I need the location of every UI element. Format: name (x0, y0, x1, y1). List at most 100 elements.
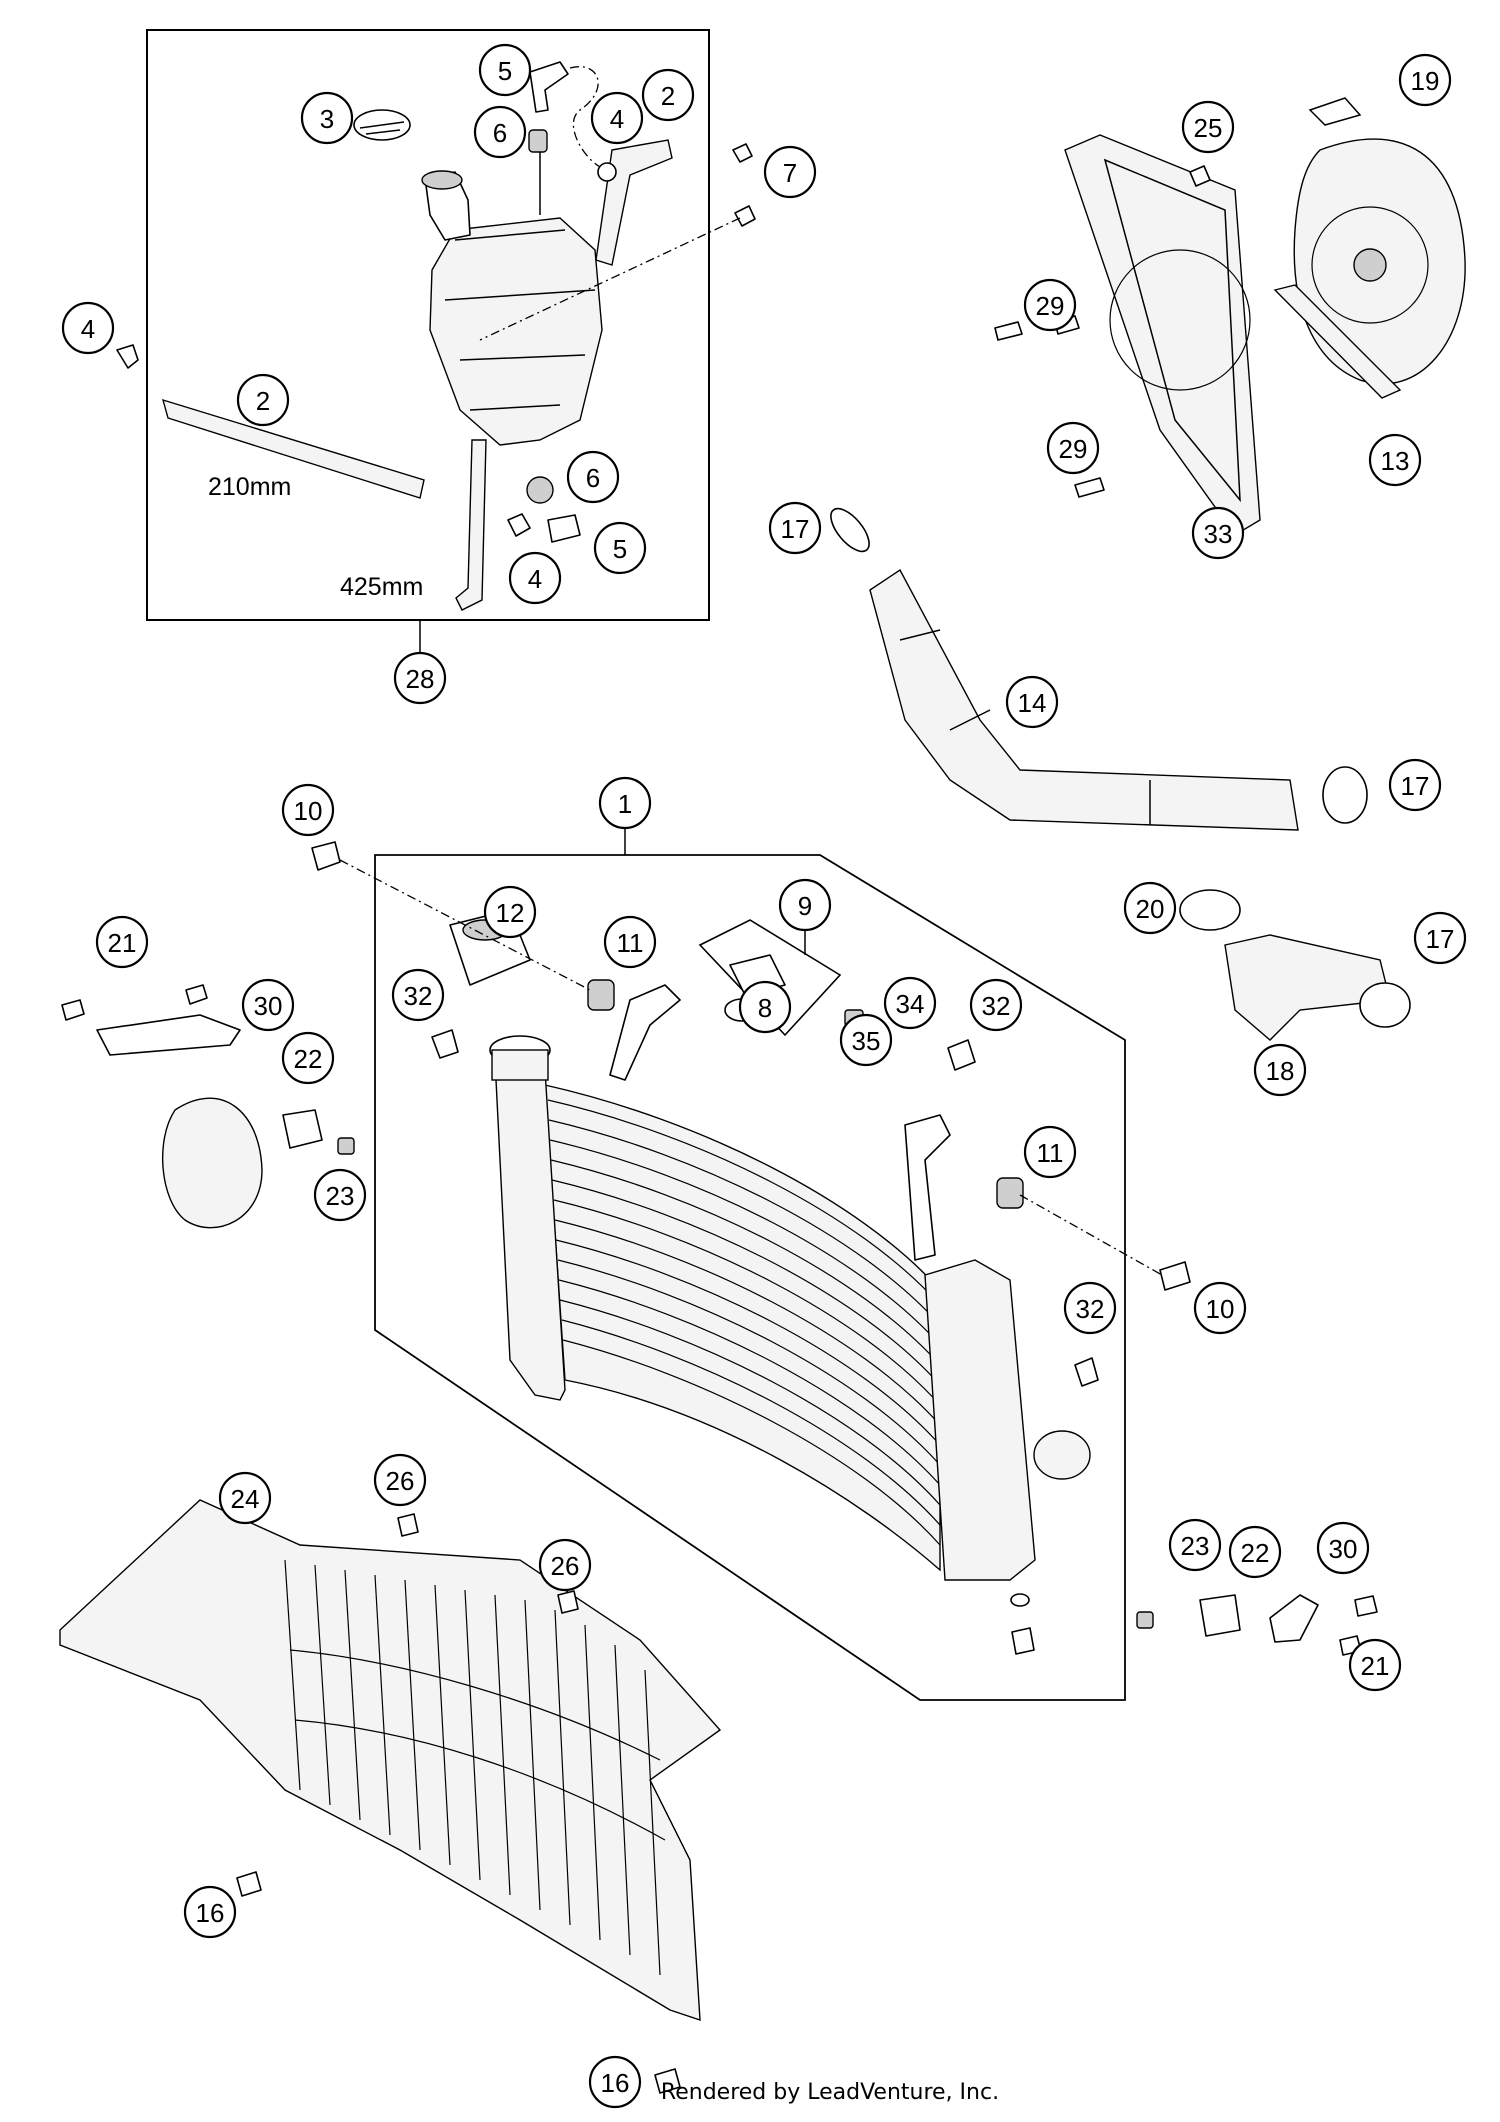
callout-number: 30 (254, 991, 283, 1021)
callout-circle (1191, 506, 1245, 560)
callout-2-2: 2 (236, 373, 290, 427)
callout-circle (588, 2055, 642, 2109)
callout-16-2: 16 (588, 2055, 642, 2109)
callout-circle (241, 978, 295, 1032)
vent-washer (528, 129, 548, 153)
callout-circle (1023, 278, 1077, 332)
callout-circle (593, 521, 647, 575)
callout-4-2: 4 (61, 301, 115, 355)
shroud-screw-25 (1189, 165, 1211, 187)
radiator-screw-10a (311, 841, 341, 871)
callout-number: 16 (196, 1898, 225, 1928)
callout-circle (1348, 1638, 1402, 1692)
callout-circle (1046, 421, 1100, 475)
callout-circle (1063, 1281, 1117, 1335)
callout-number: 11 (1037, 1138, 1064, 1168)
callout-30-2: 30 (1316, 1521, 1370, 1575)
callout-number: 20 (1136, 894, 1165, 924)
callout-circle (883, 976, 937, 1030)
radiator-hose-14 (869, 568, 1299, 831)
callout-number: 5 (613, 534, 627, 564)
callout-23: 23 (313, 1168, 367, 1222)
footer-credit: Rendered by LeadVenture, Inc. (0, 2080, 1500, 2105)
callout-22: 22 (281, 1031, 335, 1085)
callout-26: 26 (373, 1453, 427, 1507)
callout-1: 1 (598, 776, 652, 830)
callout-11: 11 (603, 915, 657, 969)
callout-32-3: 32 (1063, 1281, 1117, 1335)
hose-clamp-17b (1322, 766, 1368, 824)
callout-6-2: 6 (566, 450, 620, 504)
callout-10-2: 10 (1193, 1281, 1247, 1335)
callout-circle (313, 1168, 367, 1222)
callout-number: 4 (528, 564, 542, 594)
callout-number: 26 (386, 1466, 415, 1496)
callout-number: 6 (493, 118, 507, 148)
callout-circle (281, 1031, 335, 1085)
radiator-assembly (311, 815, 1191, 1701)
mount-bracket-30b (1269, 1594, 1319, 1643)
callout-number: 32 (404, 981, 433, 1011)
callout-13: 13 (1368, 433, 1422, 487)
callout-circle (1005, 675, 1059, 729)
callout-circle (969, 978, 1023, 1032)
callout-number: 13 (1381, 446, 1410, 476)
callout-number: 2 (661, 81, 675, 111)
clip-32a (431, 1029, 459, 1059)
callout-number: 10 (1206, 1294, 1235, 1324)
shroud-screw-29c (1074, 477, 1105, 498)
radiator-guard (59, 1499, 722, 2094)
callout-number: 6 (586, 463, 600, 493)
drain-washer-bottom (1010, 1593, 1030, 1607)
callout-circle (373, 1453, 427, 1507)
tank-filler-opening (421, 170, 463, 190)
callout-4: 4 (590, 91, 644, 145)
radiator-guard-body (59, 1499, 722, 2021)
dimension-425mm: 425mm (340, 573, 423, 601)
callout-number: 17 (781, 514, 810, 544)
callout-circle (393, 651, 447, 705)
drain-bolt-bottom (1011, 1627, 1035, 1655)
callout-34: 34 (883, 976, 937, 1030)
side-cover-left (161, 1097, 263, 1229)
callout-24: 24 (218, 1471, 272, 1525)
callout-number: 21 (1361, 1651, 1390, 1681)
callout-number: 24 (231, 1484, 260, 1514)
callout-number: 2 (256, 386, 270, 416)
callout-circle (473, 105, 527, 159)
callout-number: 23 (1181, 1531, 1210, 1561)
callout-circle (538, 1538, 592, 1592)
dimension-210mm: 210mm (208, 473, 291, 501)
radiator-bracket-top (609, 984, 681, 1081)
rubber-damper-22b (1199, 1594, 1241, 1637)
callout-circle (641, 68, 695, 122)
radiator-bracket-right (904, 1114, 951, 1261)
guard-screw-16a (236, 1871, 262, 1897)
guard-screw-16b (654, 2068, 681, 2094)
callout-17-2: 17 (1388, 758, 1442, 812)
callout-22-2: 22 (1228, 1525, 1282, 1579)
callout-number: 26 (551, 1551, 580, 1581)
hose-clamp-20 (1179, 889, 1241, 931)
callout-circle (218, 1471, 272, 1525)
callout-number: 8 (758, 993, 772, 1023)
callout-number: 1 (618, 789, 632, 819)
hose-210mm (161, 398, 425, 499)
callout-number: 22 (1241, 1538, 1270, 1568)
guard-screw-26a (397, 1513, 419, 1537)
callout-circle (1368, 433, 1422, 487)
callout-circle (95, 915, 149, 969)
callout-5: 5 (478, 43, 532, 97)
drain-washer (526, 476, 554, 504)
guard-screw-26b (557, 1590, 579, 1614)
callout-number: 32 (1076, 1294, 1105, 1324)
nut-23b (1136, 1611, 1154, 1629)
callout-circle (839, 1013, 893, 1067)
callout-18: 18 (1253, 1043, 1307, 1097)
callout-circle (1228, 1525, 1282, 1579)
left-mount (61, 984, 355, 1229)
callout-number: 29 (1059, 434, 1088, 464)
callout-circle (1388, 758, 1442, 812)
hose-425mm (455, 439, 487, 611)
